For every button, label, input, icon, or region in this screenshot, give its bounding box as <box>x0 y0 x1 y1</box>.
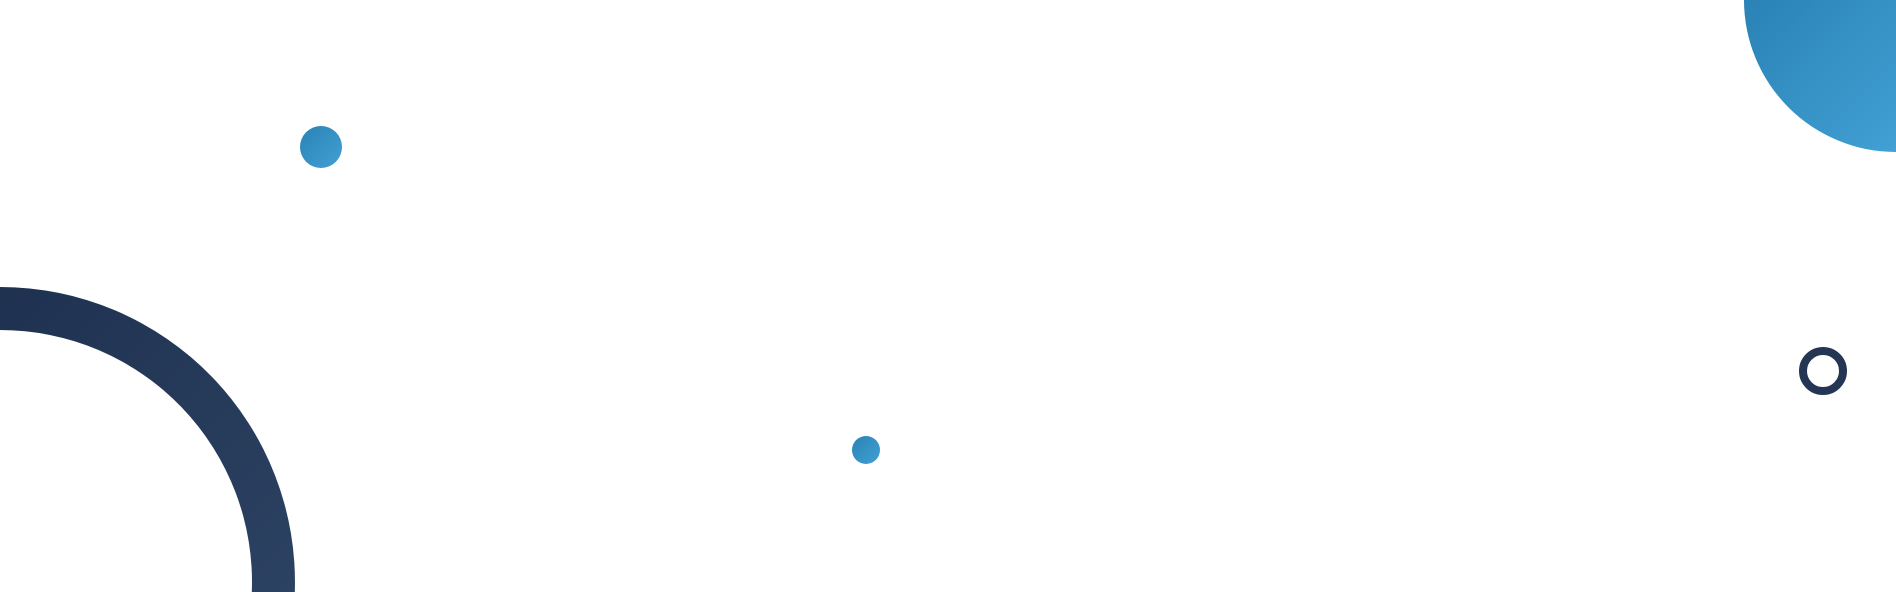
small-ring-shape <box>1799 347 1847 395</box>
corner-quarter-circle-shape <box>1744 0 1896 152</box>
small-dot-shape <box>300 126 342 168</box>
large-ring-shape <box>0 287 295 592</box>
tiny-dot-shape <box>852 436 880 464</box>
